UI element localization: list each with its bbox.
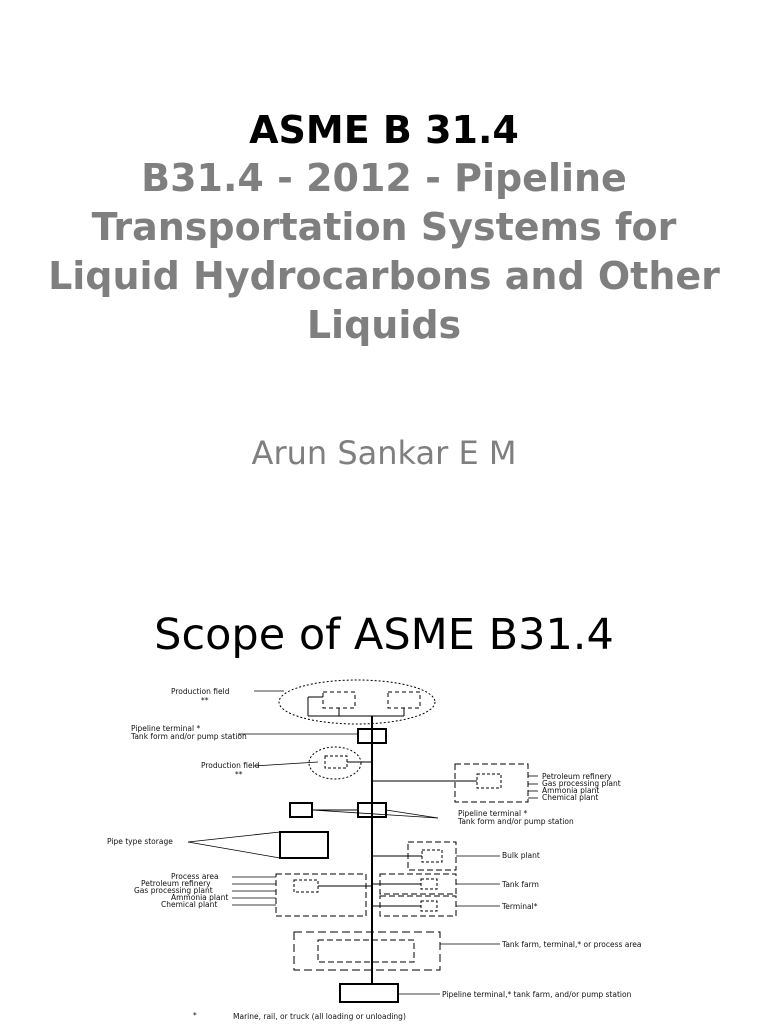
slide-title: ASME B 31.4	[249, 108, 519, 152]
label-process-ammonia: Ammonia plant	[171, 893, 228, 902]
process-area-box	[275, 873, 367, 917]
tank-farm-terminal-area-box	[293, 931, 441, 971]
label-petroleum-refinery: Petroleum refinery	[542, 772, 612, 781]
label-tank-farm-terminal-area: Tank farm, terminal,* or process area	[501, 940, 642, 949]
pipeline-scope-diagram: Production field ** Pipeline terminal * …	[107, 679, 642, 1021]
pipeline-terminal-bottom-box	[339, 983, 399, 1003]
label-terminal: Terminal*	[501, 902, 538, 911]
label-pipe-type-storage: Pipe type storage	[107, 837, 173, 846]
label-production-field-1: Production field	[171, 687, 230, 696]
label-process-area: Process area	[171, 872, 219, 881]
label-production-field-2: Production field	[201, 761, 260, 770]
label-tank-form-2: Tank form and/or pump station	[457, 817, 574, 826]
label-tank-farm: Tank farm	[501, 880, 539, 889]
title-slide: ASME B 31.4 B31.4 - 2012 - Pipeline Tran…	[48, 108, 720, 472]
production-field-1-boundary	[278, 679, 436, 725]
production-field-2-boundary	[308, 746, 362, 780]
label-gas-processing-plant: Gas processing plant	[542, 779, 621, 788]
label-chemical-plant: Chemical plant	[542, 793, 598, 802]
pipe-type-storage-box	[279, 831, 329, 859]
label-pipeline-terminal-1: Pipeline terminal *	[131, 724, 200, 733]
footnote-text: Marine, rail, or truck (all loading or u…	[233, 1012, 406, 1021]
scope-slide-title: Scope of ASME B31.4	[154, 610, 614, 660]
production-field-1-box-b	[387, 691, 421, 709]
label-tank-form-1: Tank form and/or pump station	[130, 732, 247, 741]
label-ammonia-plant: Ammonia plant	[542, 786, 599, 795]
pipeline-terminal-2-side-box	[289, 802, 313, 818]
production-field-2-mark: **	[235, 770, 243, 779]
footnote-mark: *	[193, 1011, 197, 1020]
label-pipeline-terminal-2: Pipeline terminal *	[458, 809, 527, 818]
refinery-group-box	[454, 763, 529, 803]
label-process-gas-processing: Gas processing plant	[134, 886, 213, 895]
production-field-1-mark: **	[201, 696, 209, 705]
label-pipeline-terminal-bottom: Pipeline terminal,* tank farm, and/or pu…	[442, 990, 632, 999]
label-process-chemical: Chemical plant	[161, 900, 217, 909]
label-bulk-plant: Bulk plant	[502, 851, 540, 860]
production-field-1-box-a	[322, 691, 356, 709]
author-name: Arun Sankar E M	[251, 434, 517, 472]
label-process-petroleum-refinery: Petroleum refinery	[141, 879, 211, 888]
slide-subtitle: B31.4 - 2012 - Pipeline Transportation S…	[48, 156, 720, 347]
